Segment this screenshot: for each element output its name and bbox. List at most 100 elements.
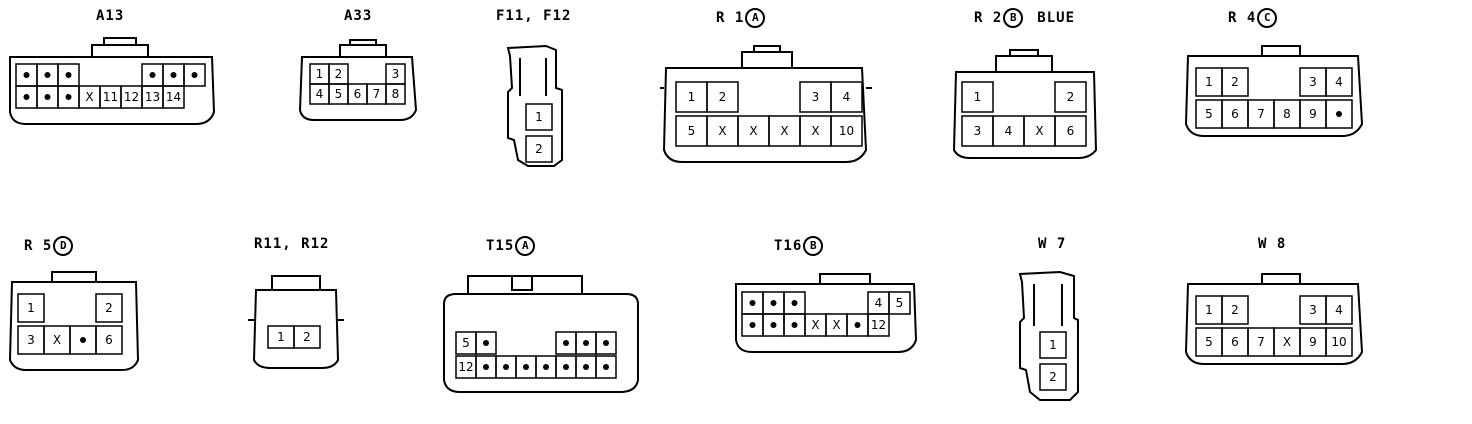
pin-label: X	[718, 124, 726, 138]
pin-label: 3	[27, 333, 35, 347]
connector-a13-body	[9, 37, 216, 125]
title-a33: A33	[344, 8, 373, 24]
connector-r2-body	[952, 49, 1098, 159]
pin-label: X	[749, 124, 757, 138]
pin-label: 1	[27, 301, 35, 315]
connector-t15-body	[443, 275, 639, 393]
pin-label: 1	[1049, 338, 1057, 352]
pin-label: 1	[1205, 75, 1213, 89]
circle-badge: B	[1003, 8, 1024, 28]
pin-cell	[1325, 327, 1353, 357]
pin-dot	[583, 364, 589, 370]
pin-label: 1	[688, 90, 696, 104]
connector-r5-body	[8, 271, 140, 371]
pin-cell	[162, 85, 185, 109]
pin-label: 13	[145, 90, 160, 104]
pin-dot	[523, 364, 529, 370]
pin-label: 5	[1205, 335, 1213, 349]
pin-dot	[44, 94, 51, 100]
pin-dot	[1336, 111, 1342, 117]
pin-cell	[1054, 81, 1087, 113]
pin-dot	[603, 364, 609, 370]
pin-dot	[483, 364, 489, 370]
pin-cell	[17, 293, 45, 323]
pin-label: 4	[1335, 75, 1343, 89]
connector-f11-body	[506, 44, 563, 167]
pin-cell	[95, 293, 123, 323]
pin-label: 12	[124, 90, 139, 104]
pin-label: 3	[1309, 75, 1317, 89]
pin-dot	[543, 364, 549, 370]
pin-dot	[65, 94, 72, 100]
pin-cell	[867, 313, 890, 337]
pin-label: 2	[335, 67, 343, 81]
pin-cell	[475, 331, 497, 355]
pin-label: 1	[535, 110, 543, 124]
pin-label: X	[53, 333, 61, 347]
pin-label: 5	[896, 296, 904, 310]
connector-t16-body	[735, 273, 918, 353]
pin-cell	[1325, 67, 1353, 97]
pin-label: X	[1283, 335, 1291, 349]
pin-label: 8	[1283, 107, 1291, 121]
pin-label: 4	[875, 296, 883, 310]
pin-label: 2	[719, 90, 727, 104]
pin-label: 5	[688, 124, 696, 138]
pin-label: 5	[335, 87, 343, 101]
connector-w8-body	[1184, 273, 1364, 365]
pin-dot	[770, 300, 777, 306]
connector-w7-body	[1018, 270, 1079, 401]
pin-dot	[170, 72, 177, 78]
pin-label: 2	[303, 330, 311, 344]
circle-badge: A	[515, 236, 536, 256]
connector-r11-body	[248, 275, 344, 369]
pin-dot	[749, 300, 756, 306]
pin-label: 6	[1067, 124, 1075, 138]
pin-label: 3	[1309, 303, 1317, 317]
pin-label: 4	[1335, 303, 1343, 317]
pin-cell	[525, 135, 553, 163]
pin-cell	[1325, 99, 1353, 129]
pin-cell	[830, 115, 863, 147]
pin-dot	[749, 322, 756, 328]
pin-label: 2	[1231, 303, 1239, 317]
pin-dot	[44, 72, 51, 78]
pin-cell	[1039, 363, 1067, 391]
pin-label: 4	[316, 87, 324, 101]
pin-dot	[791, 322, 798, 328]
pin-label: 10	[1331, 335, 1346, 349]
pin-cell	[1325, 295, 1353, 325]
pin-label: 3	[392, 67, 400, 81]
pin-label: 6	[105, 333, 113, 347]
pin-label: 12	[871, 318, 886, 332]
pin-dot	[191, 72, 198, 78]
pin-label: 11	[103, 90, 118, 104]
pin-label: 1	[974, 90, 982, 104]
pin-cell	[595, 355, 617, 379]
pin-label: X	[85, 90, 93, 104]
pin-label: 1	[1205, 303, 1213, 317]
pin-cell	[1221, 67, 1249, 97]
pin-label: X	[811, 124, 819, 138]
pin-cell	[525, 103, 553, 131]
pin-dot	[603, 340, 609, 346]
pin-dot	[23, 94, 30, 100]
pin-label: 1	[316, 67, 324, 81]
title-w7: W 7	[1038, 236, 1067, 252]
pin-label: 5	[462, 336, 470, 350]
pin-dot	[791, 300, 798, 306]
pin-label: X	[832, 318, 840, 332]
pin-label: X	[811, 318, 819, 332]
pin-dot	[583, 340, 589, 346]
circle-badge: D	[53, 236, 74, 256]
pin-label: X	[1035, 124, 1043, 138]
pin-dot	[563, 364, 569, 370]
pin-cell	[385, 83, 406, 105]
pin-cell	[95, 325, 123, 355]
pin-dot	[563, 340, 569, 346]
pin-label: 9	[1309, 335, 1317, 349]
